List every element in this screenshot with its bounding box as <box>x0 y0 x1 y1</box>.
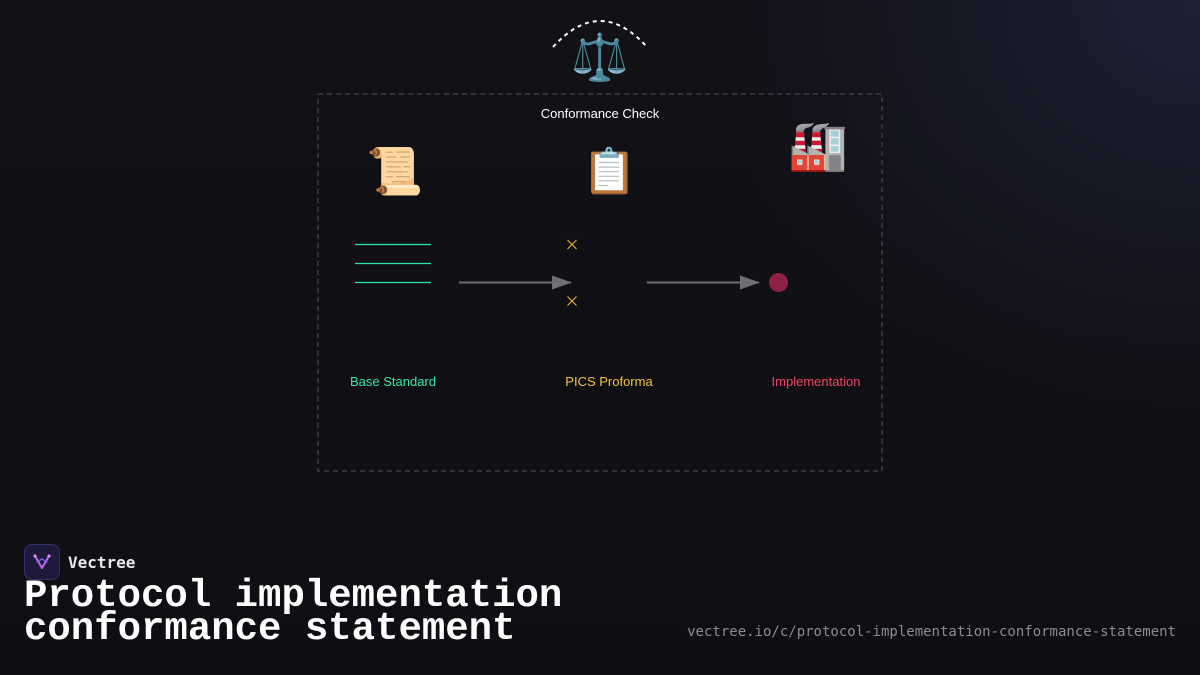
clipboard-icon: 📋 <box>582 146 637 197</box>
page-title: Protocol implementation conformance stat… <box>24 574 563 651</box>
cross-mark <box>567 239 577 250</box>
node-label-pics-proforma: PICS Proforma <box>565 374 653 389</box>
scroll-icon: 📜 <box>366 144 424 198</box>
check-arc <box>552 20 648 48</box>
vectree-logo-icon <box>24 544 60 580</box>
node-label-implementation: Implementation <box>772 374 861 389</box>
brand-name: Vectree <box>68 552 136 572</box>
node-label-base-standard: Base Standard <box>350 374 436 389</box>
brand: Vectree <box>24 544 135 580</box>
balance-scale-icon: ⚖️ <box>571 30 629 84</box>
implementation-dot <box>769 273 788 292</box>
factory-icon: 🏭 <box>788 118 848 174</box>
diagram-frame <box>317 93 883 472</box>
check-label: Conformance Check <box>541 106 660 121</box>
page-url: vectree.io/c/protocol-implementation-con… <box>687 624 1176 640</box>
cross-mark <box>567 296 577 306</box>
